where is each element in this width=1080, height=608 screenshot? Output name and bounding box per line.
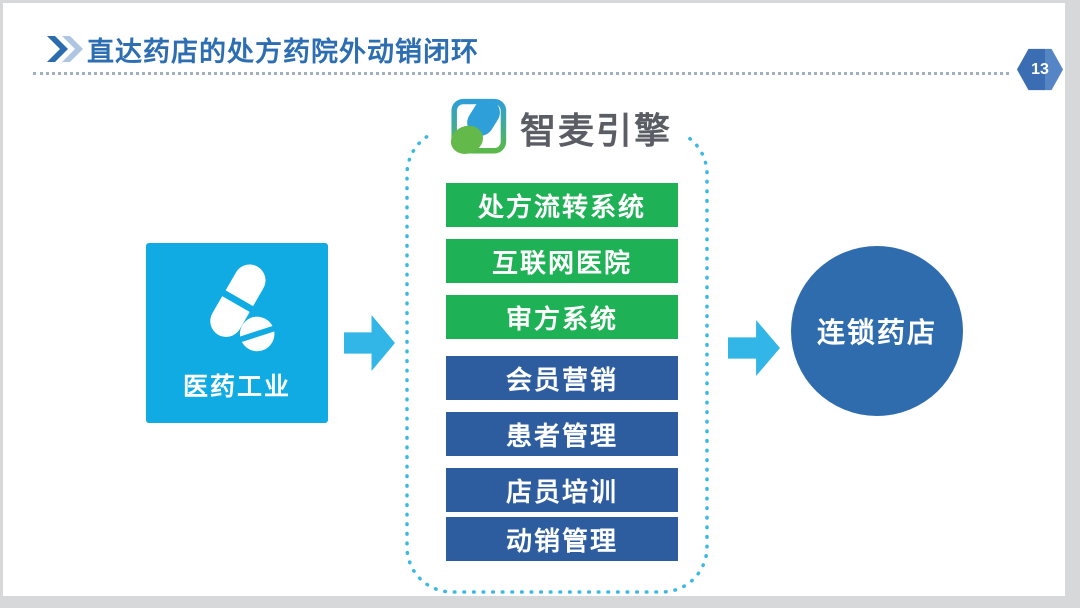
slide-background: 直达药店的处方药院外动销闭环 13 医药工业: [3, 3, 1065, 596]
service-bar-sales-management: 动销管理: [446, 517, 678, 561]
page-number-badge: 13: [1016, 48, 1064, 91]
service-bar-staff-training: 店员培训: [446, 468, 678, 512]
system-bar-review-system: 审方系统: [446, 295, 678, 339]
system-bar-prescription-flow: 处方流转系统: [446, 183, 678, 227]
chain-pharmacy-node: 连锁药店: [791, 246, 963, 416]
chain-pharmacy-label: 连锁药店: [816, 317, 937, 348]
arrow-right-icon: [728, 320, 780, 376]
page-title: 直达药店的处方药院外动销闭环: [87, 37, 479, 67]
logo-text: 智麦引擎: [519, 110, 673, 151]
title-divider: [33, 72, 1009, 75]
double-chevron-right-icon: [47, 36, 83, 62]
zhimai-engine-logo: 智麦引擎: [429, 97, 685, 159]
pills-icon: [210, 264, 278, 352]
page-number: 13: [1031, 60, 1049, 78]
zhimai-engine-logo-icon: [450, 98, 507, 154]
arrow-right-icon: [344, 315, 395, 371]
pharma-industry-label: 医药工业: [182, 373, 291, 401]
system-bar-internet-hospital: 互联网医院: [446, 239, 678, 283]
pharma-industry-node: 医药工业: [146, 243, 328, 423]
service-bar-member-marketing: 会员营销: [446, 356, 678, 400]
service-bar-patient-management: 患者管理: [446, 412, 678, 456]
